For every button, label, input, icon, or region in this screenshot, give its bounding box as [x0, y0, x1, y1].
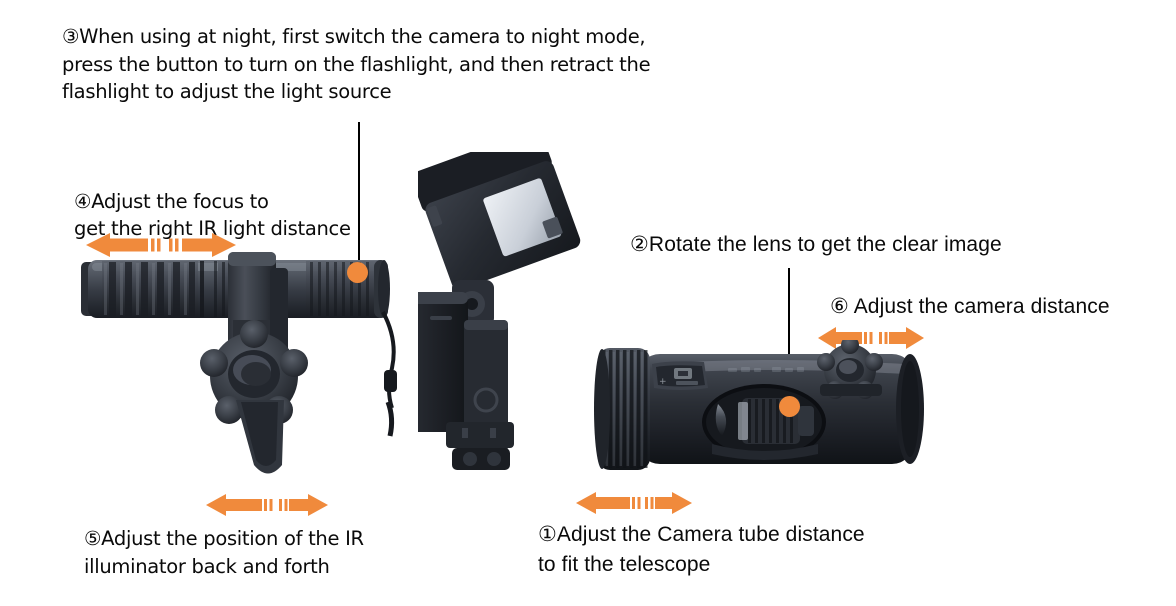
- arrow-camera-tube: [576, 491, 692, 515]
- leader-line-callout-2: [788, 268, 790, 402]
- hotspot-dot-camera-lens: [779, 396, 800, 417]
- callout-3-text: ③When using at night, first switch the c…: [62, 25, 651, 104]
- callout-4-text: ④Adjust the focus to get the right IR li…: [74, 160, 374, 243]
- leader-line-callout-3: [358, 122, 360, 274]
- callout-2-text: ②Rotate the lens to get the clear image: [630, 233, 1002, 256]
- callout-6-text: ⑥ Adjust the camera distance: [830, 295, 1110, 318]
- arrow-ir-position: [206, 493, 328, 517]
- device-monitor-unit: [418, 152, 588, 482]
- hotspot-dot-ir-illuminator: [347, 262, 368, 283]
- svg-text:+: +: [659, 377, 667, 387]
- device-ir-illuminator: [78, 250, 418, 590]
- callout-4-number: ④: [74, 189, 92, 213]
- arrow-focus-adjust: [86, 232, 236, 258]
- device-camera-tube: +: [592, 340, 932, 490]
- callout-1-text: ①Adjust the Camera tube distance to fit …: [538, 523, 865, 576]
- callout-5-text: ⑤Adjust the position of the IR illuminat…: [84, 527, 364, 578]
